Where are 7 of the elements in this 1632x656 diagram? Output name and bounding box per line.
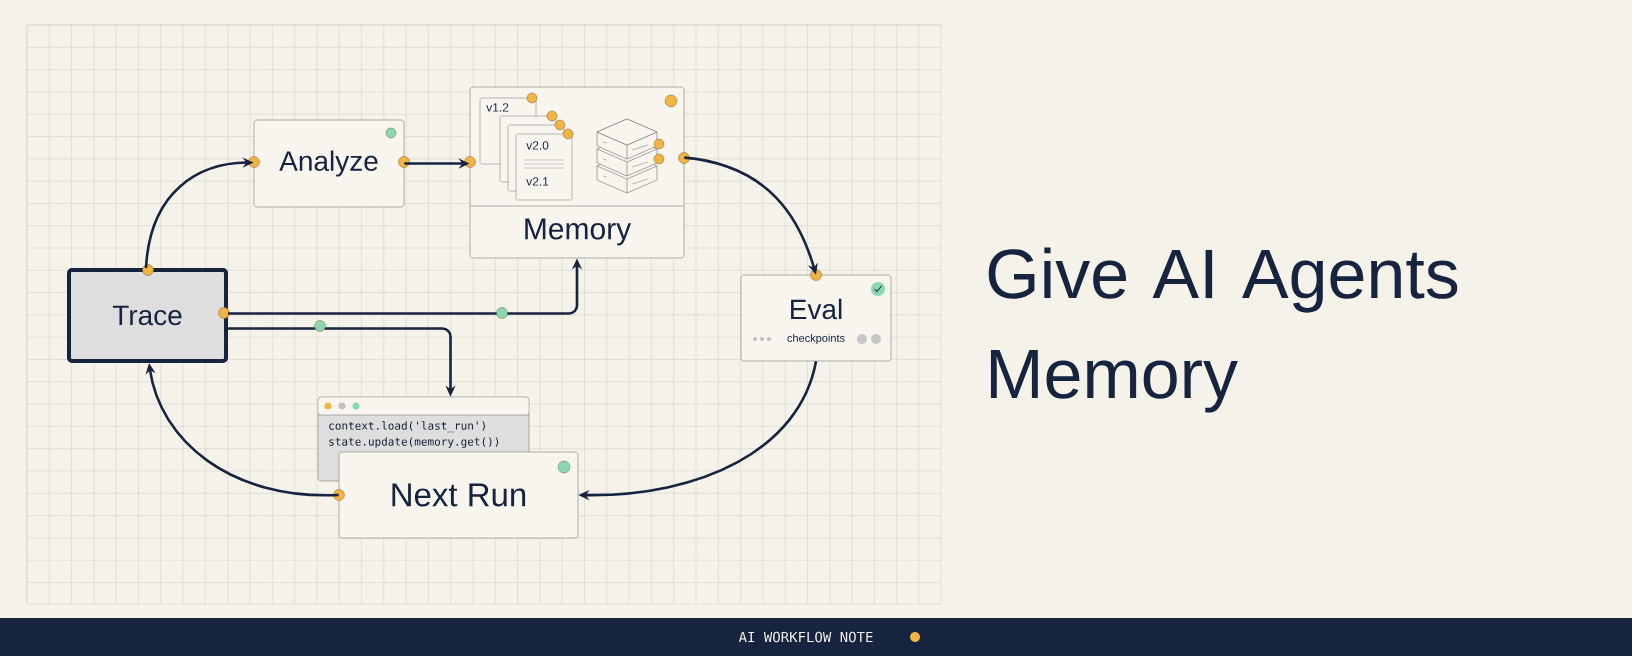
title: Give AI Agents Memory xyxy=(988,247,1458,413)
process-box: Trace xyxy=(67,268,228,363)
document-stack-drawing: v1.2 v2.0 v2.1 xyxy=(479,92,574,201)
process-box: Next Run xyxy=(338,451,579,539)
process-box: Eval checkpoints xyxy=(740,274,892,362)
process-box: Analyze xyxy=(253,119,405,208)
footer-bar: AI WORKFLOW NOTE xyxy=(0,618,1632,656)
